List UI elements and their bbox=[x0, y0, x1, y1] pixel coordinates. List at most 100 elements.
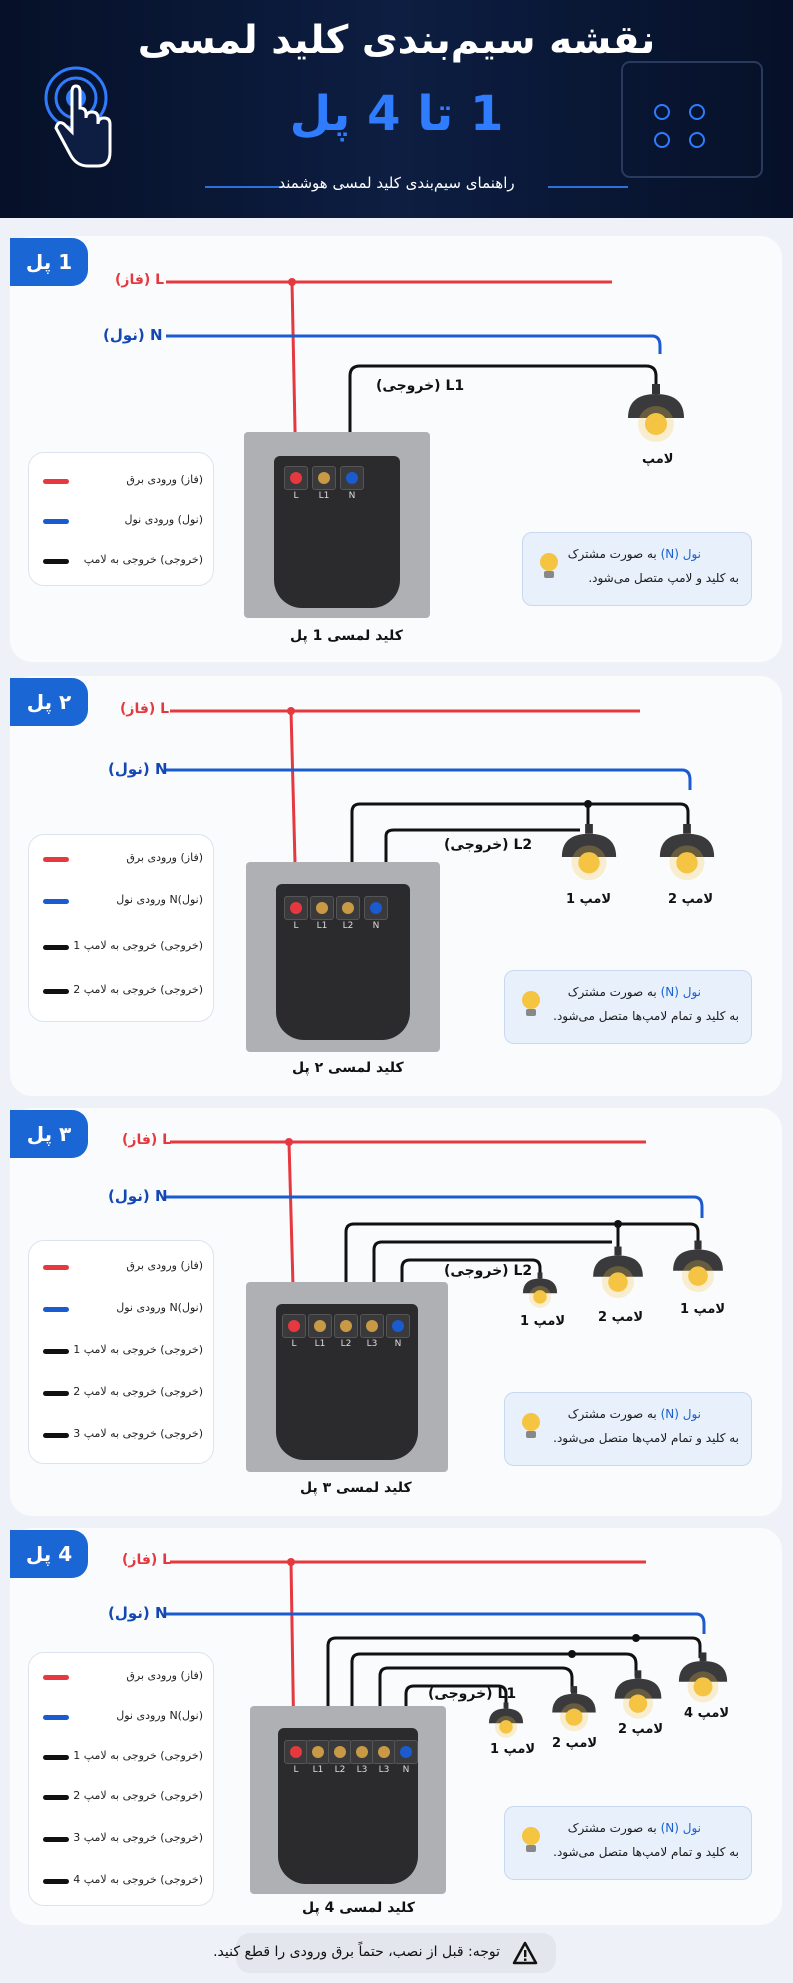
legend-swatch bbox=[43, 899, 69, 904]
lamp-icon bbox=[628, 384, 684, 442]
terminal: N bbox=[340, 466, 364, 501]
legend-text: (خروجی) خروجی به لامپ 4 bbox=[73, 1873, 203, 1886]
note-text: به صورت مشترک bbox=[567, 547, 661, 561]
lamp-icon bbox=[673, 1240, 723, 1293]
legend-item: (فاز) ورودی برق bbox=[43, 849, 203, 869]
lamp-icon bbox=[614, 1670, 662, 1719]
divider bbox=[205, 186, 285, 188]
legend-swatch bbox=[43, 1837, 69, 1842]
legend-item: (خروجی) خروجی به لامپ 1 bbox=[43, 937, 203, 957]
legend-item: (نول) ورودی نول bbox=[43, 511, 203, 531]
legend-swatch bbox=[43, 1349, 69, 1354]
terminal: L1 bbox=[312, 466, 336, 501]
note-text: به کلید و لامپ متصل می‌شود. bbox=[588, 571, 739, 585]
phase-label: L (فاز) bbox=[120, 701, 170, 717]
legend-swatch bbox=[43, 1265, 69, 1270]
lamp-label: لامپ 1 bbox=[490, 1742, 536, 1757]
terminal: L bbox=[282, 1314, 306, 1349]
legend: (فاز) ورودی برق (نول) ورودی نول (خروجی) … bbox=[28, 452, 214, 586]
output-label: L1 (خروجی) bbox=[428, 1686, 517, 1702]
note-highlight: نول (N) bbox=[660, 1821, 701, 1835]
switch-label: کلید لمسی 1 پل bbox=[290, 628, 403, 644]
terminal: L3 bbox=[372, 1740, 396, 1775]
terminal-label: L2 bbox=[334, 1765, 346, 1775]
terminal-label: L1 bbox=[314, 1339, 326, 1349]
terminal-label: L3 bbox=[366, 1339, 378, 1349]
terminal-label: L bbox=[293, 921, 299, 931]
lamp-icon bbox=[678, 1652, 728, 1703]
terminal-label: N bbox=[372, 921, 380, 931]
legend-text: (خروجی) خروجی به لامپ 1 bbox=[73, 1343, 203, 1356]
switch-3-gang: L L1 L2 L3 N bbox=[246, 1282, 448, 1472]
lamp-label: لامپ 4 bbox=[684, 1706, 730, 1721]
warning-banner: توجه: قبل از نصب، حتماً برق ورودی را قطع… bbox=[213, 1933, 556, 1973]
legend-text: (خروجی) خروجی به لامپ bbox=[83, 553, 203, 566]
legend-swatch bbox=[43, 1391, 69, 1396]
legend-swatch bbox=[43, 1795, 69, 1800]
switch-label: کلید لمسی ۳ پل bbox=[300, 1480, 412, 1496]
lamp-label: لامپ 1 bbox=[520, 1314, 566, 1329]
terminal: L bbox=[284, 1740, 308, 1775]
legend-item: (خروجی) خروجی به لامپ 1 bbox=[43, 1341, 203, 1361]
legend-item: (خروجی) خروجی به لامپ 2 bbox=[43, 1787, 203, 1807]
lightbulb-icon bbox=[522, 991, 540, 1016]
terminal: L1 bbox=[306, 1740, 330, 1775]
neutral-note: نول (N) به صورت مشترک به کلید و تمام لام… bbox=[504, 1392, 752, 1466]
phase-label: L (فاز) bbox=[115, 272, 165, 288]
neutral-note: نول (N) به صورت مشترک به کلید و لامپ متص… bbox=[522, 532, 752, 606]
terminal-label: N bbox=[348, 491, 356, 501]
legend-text: (نول)N ورودی نول bbox=[116, 1301, 203, 1314]
warning-text: توجه: قبل از نصب، حتماً برق ورودی را قطع… bbox=[213, 1944, 500, 1960]
panel-tag: 1 پل bbox=[10, 238, 88, 286]
lamp-icon bbox=[561, 824, 617, 881]
legend-item: (خروجی) خروجی به لامپ 2 bbox=[43, 981, 203, 1001]
lamp-icon bbox=[488, 1702, 524, 1738]
note-highlight: نول (N) bbox=[660, 1407, 701, 1421]
panel-tag: ۳ پل bbox=[10, 1110, 88, 1158]
lamp-label: لامپ 1 bbox=[566, 892, 612, 907]
legend-swatch bbox=[43, 945, 69, 950]
terminal-label: L3 bbox=[356, 1765, 368, 1775]
switch-2-gang: L L1 L2 N bbox=[246, 862, 440, 1052]
neutral-label: N (نول) bbox=[108, 1604, 168, 1622]
legend: (فاز) ورودی برق (نول)N ورودی نول (خروجی)… bbox=[28, 834, 214, 1022]
legend-item: (فاز) ورودی برق bbox=[43, 471, 203, 491]
lightbulb-icon bbox=[522, 1413, 540, 1438]
lamp-label: لامپ 2 bbox=[618, 1722, 664, 1737]
phase-label: L (فاز) bbox=[122, 1132, 172, 1148]
output-label: L2 (خروجی) bbox=[444, 837, 533, 853]
legend-swatch bbox=[43, 1879, 69, 1884]
switch-1-gang: L L1 N bbox=[244, 432, 430, 618]
note-highlight: نول (N) bbox=[660, 547, 701, 561]
legend-item: (خروجی) خروجی به لامپ 1 bbox=[43, 1747, 203, 1767]
neutral-label: N (نول) bbox=[108, 1187, 168, 1205]
output-label: L1 (خروجی) bbox=[376, 378, 465, 394]
note-text: به صورت مشترک bbox=[567, 1821, 661, 1835]
terminal: N bbox=[394, 1740, 418, 1775]
terminal: L3 bbox=[360, 1314, 384, 1349]
neutral-note: نول (N) به صورت مشترک به کلید و تمام لام… bbox=[504, 970, 752, 1044]
terminal-label: L1 bbox=[312, 1765, 324, 1775]
output-label: L2 (خروجی) bbox=[444, 1263, 533, 1279]
note-text: به کلید و تمام لامپ‌ها متصل می‌شود. bbox=[553, 1009, 739, 1023]
switch-4-gang: L L1 L2 L3 L3 N bbox=[250, 1706, 446, 1894]
neutral-label: N (نول) bbox=[108, 760, 168, 778]
legend-item: (نول)N ورودی نول bbox=[43, 1707, 203, 1727]
switch-panel-graphic bbox=[621, 61, 763, 178]
terminal: L2 bbox=[334, 1314, 358, 1349]
legend-text: (فاز) ورودی برق bbox=[126, 1259, 203, 1272]
legend-text: (خروجی) خروجی به لامپ 1 bbox=[73, 939, 203, 952]
legend-text: (خروجی) خروجی به لامپ 2 bbox=[73, 1385, 203, 1398]
terminal: N bbox=[386, 1314, 410, 1349]
page-title: نقشه سیم‌بندی کلید لمسی bbox=[137, 18, 656, 63]
terminal: L2 bbox=[336, 896, 360, 931]
lamp-label: لامپ bbox=[642, 452, 674, 467]
terminal-label: L bbox=[293, 491, 299, 501]
legend-item: (خروجی) خروجی به لامپ 4 bbox=[43, 1871, 203, 1891]
lamp-icon bbox=[552, 1686, 596, 1732]
neutral-label: N (نول) bbox=[103, 326, 163, 344]
terminal-label: N bbox=[394, 1339, 402, 1349]
legend-item: (فاز) ورودی برق bbox=[43, 1667, 203, 1687]
terminal: L bbox=[284, 896, 308, 931]
lamp-label: لامپ 2 bbox=[598, 1310, 644, 1325]
